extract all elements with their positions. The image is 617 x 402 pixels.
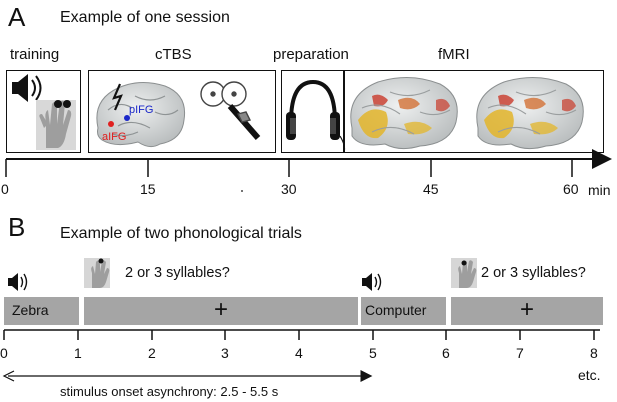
tick-a-45: 45 bbox=[423, 181, 439, 197]
tms-brain-icon bbox=[96, 82, 186, 148]
fmri-brain-icon bbox=[350, 76, 458, 150]
site-label-aifg: aIFG bbox=[102, 131, 126, 143]
question-text-1: 2 or 3 syllables? bbox=[125, 265, 230, 281]
fixation-bar-2: + bbox=[451, 297, 603, 325]
word-zebra: Zebra bbox=[12, 302, 49, 318]
panel-a-letter: A bbox=[8, 2, 26, 32]
tick-b-2: 2 bbox=[148, 345, 156, 361]
tick-b-1: 1 bbox=[74, 345, 82, 361]
word-bar-zebra: Zebra bbox=[4, 297, 79, 325]
fixation-cross: + bbox=[519, 296, 534, 323]
headphones-icon bbox=[286, 79, 346, 153]
panel-b-title: Example of two phonological trials bbox=[60, 225, 302, 242]
speaker-icon bbox=[8, 273, 28, 291]
etc-label: etc. bbox=[578, 367, 601, 383]
stage-label-ctbs: cTBS bbox=[155, 46, 192, 63]
tick-b-6: 6 bbox=[442, 345, 450, 361]
unit-label: min bbox=[588, 182, 611, 198]
fixation-bar-1: + bbox=[84, 297, 358, 325]
soa-label: stimulus onset asynchrony: 2.5 - 5.5 s bbox=[60, 384, 279, 399]
tick-a-0: 0 bbox=[1, 181, 9, 197]
word-bar-computer: Computer bbox=[361, 297, 446, 325]
stage-label-training: training bbox=[10, 46, 60, 63]
tick-a-60: 60 bbox=[563, 181, 579, 197]
word-computer: Computer bbox=[365, 302, 427, 318]
tick-b-5: 5 bbox=[369, 345, 377, 361]
tick-b-0: 0 bbox=[0, 345, 8, 361]
stage-label-fmri: fMRI bbox=[438, 46, 470, 63]
tick-a-15: 15 bbox=[140, 181, 156, 197]
speaker-icon bbox=[362, 273, 382, 291]
tick-b-3: 3 bbox=[221, 345, 229, 361]
tms-coil-icon bbox=[200, 81, 261, 140]
speaker-icon bbox=[12, 74, 42, 102]
hand-icon bbox=[36, 100, 76, 150]
tick-b-4: 4 bbox=[295, 345, 303, 361]
tick-a-30: 30 bbox=[281, 181, 297, 197]
panel-a-title: Example of one session bbox=[60, 9, 230, 26]
tick-b-7: 7 bbox=[516, 345, 524, 361]
fmri-brain-icon bbox=[476, 76, 584, 150]
panel-b-letter: B bbox=[8, 212, 26, 242]
question-text-2: 2 or 3 syllables? bbox=[481, 265, 586, 281]
stage-label-preparation: preparation bbox=[273, 46, 349, 63]
hand-icon bbox=[84, 258, 110, 288]
site-label-pifg: pIFG bbox=[129, 104, 153, 116]
tick-b-8: 8 bbox=[590, 345, 598, 361]
fixation-cross: + bbox=[213, 296, 228, 323]
hand-icon bbox=[451, 258, 477, 288]
